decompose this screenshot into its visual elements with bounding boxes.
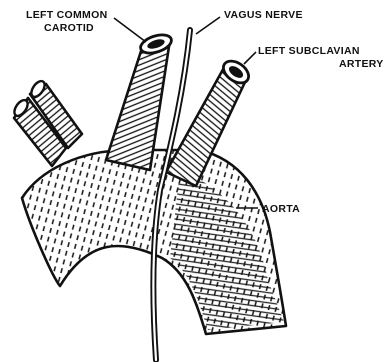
label-vagus-nerve: VAGUS NERVE [224, 9, 303, 21]
label-left-subclavian-line2: ARTERY [339, 58, 384, 70]
label-aorta: AORTA [262, 203, 300, 215]
label-left-subclavian-line1: LEFT SUBCLAVIAN [258, 45, 360, 57]
brachiocephalic-branches [12, 79, 82, 166]
label-left-common-carotid-line2: CAROTID [44, 22, 94, 34]
label-left-common-carotid-line1: LEFT COMMON [26, 9, 107, 21]
